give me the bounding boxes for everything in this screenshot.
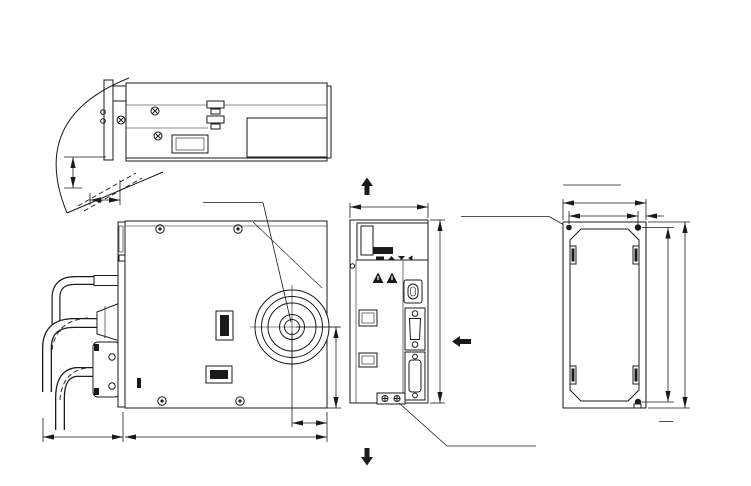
rear-view-body <box>562 221 647 409</box>
screw-hole <box>566 224 572 231</box>
ground-terminal <box>376 392 406 405</box>
cn1-connector <box>403 279 423 304</box>
top-view <box>100 79 332 162</box>
screw-icon <box>116 106 163 141</box>
screw-hole <box>634 224 642 231</box>
rear-view-dimensions <box>562 199 690 422</box>
component-outline <box>171 134 209 154</box>
case-screws <box>155 224 245 406</box>
rear-slots <box>569 245 640 385</box>
cables <box>42 275 122 430</box>
cable2-connector <box>96 302 121 342</box>
ground-leader <box>398 402 536 447</box>
fan-shroud-edge <box>252 221 323 289</box>
rear-view <box>562 184 690 422</box>
mounting-plate <box>103 79 114 161</box>
cooling-fan-leader <box>262 202 292 323</box>
heatsink-top <box>246 117 328 158</box>
airflow-left-icon <box>452 336 471 347</box>
keypad-icons <box>376 255 413 261</box>
warning-icon <box>372 272 398 283</box>
airflow-up-icon <box>361 177 373 195</box>
swing-arc <box>55 77 130 214</box>
brand-logo <box>373 247 393 254</box>
terminal-blocks <box>205 310 234 384</box>
airflow-down-icon <box>361 448 373 466</box>
rear-panel-outline <box>569 228 640 402</box>
cn3-connector <box>404 351 426 401</box>
front-view-dimensions <box>349 203 445 404</box>
bracket <box>112 85 127 102</box>
swing-clearance <box>55 77 164 214</box>
cn2-connector <box>404 307 426 351</box>
retaining-clips <box>206 100 225 130</box>
front-view <box>349 177 471 466</box>
side-view-dimensions <box>42 326 341 442</box>
display-window <box>360 225 374 256</box>
cable1-connector <box>93 275 122 286</box>
side-view <box>42 202 341 442</box>
charge-led <box>349 263 356 269</box>
